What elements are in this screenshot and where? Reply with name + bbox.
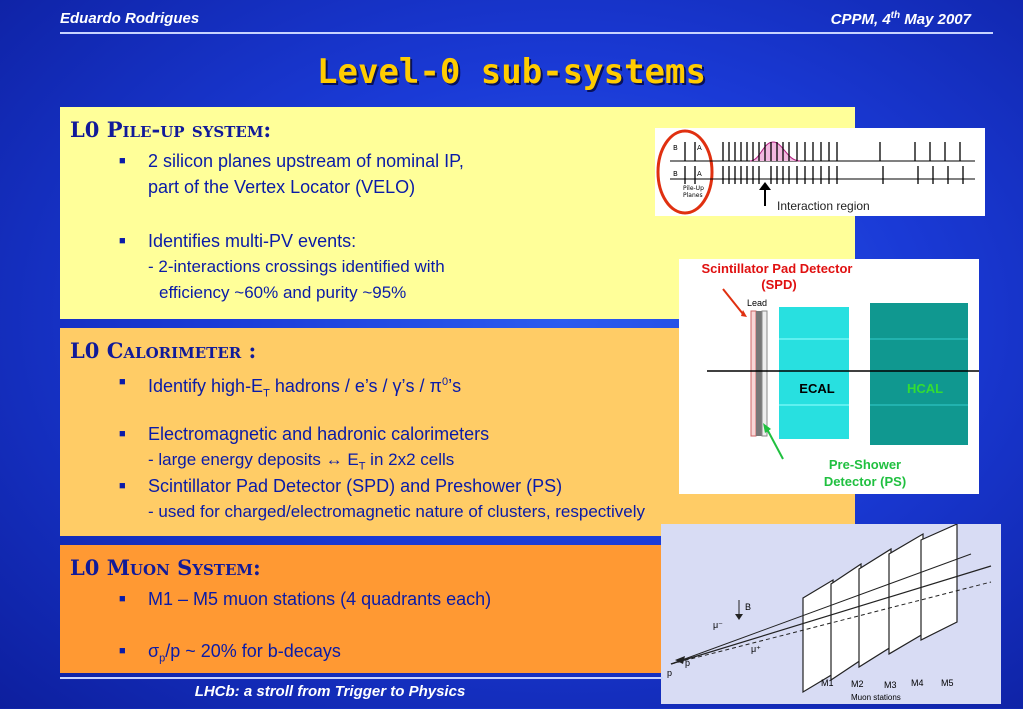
station-m4: M4 bbox=[911, 678, 924, 688]
muon-bullet-2: ■σp/p ~ 20% for b-decays bbox=[119, 641, 341, 665]
pileup-diagram: B A B A Pile-Up Planes Interaction regio… bbox=[656, 129, 975, 215]
calo-sub-2: - used for charged/electromagnetic natur… bbox=[148, 502, 646, 521]
muon-bullet-1: ■M1 – M5 muon stations (4 quadrants each… bbox=[119, 589, 492, 609]
station-m5: M5 bbox=[941, 678, 954, 688]
footer-divider bbox=[60, 677, 663, 679]
label-pileup: Pile-Up bbox=[683, 185, 704, 192]
calo-heading: L0 Calorimeter : bbox=[70, 338, 257, 363]
svg-text:B: B bbox=[673, 170, 678, 178]
calo-bullet-3: ■Scintillator Pad Detector (SPD) and Pre… bbox=[119, 476, 563, 496]
lead-label: Lead bbox=[747, 298, 767, 308]
pileup-figure: B A B A Pile-Up Planes Interaction regio… bbox=[655, 128, 985, 216]
author-label: Eduardo Rodrigues bbox=[60, 10, 200, 27]
date-label: CPPM, 4th May 2007 bbox=[830, 10, 971, 28]
muon-figure: B μ⁻ μ⁺ p p M1 M2 M3 M4 M5 Muon stations bbox=[661, 523, 1001, 704]
pileup-bullet-1: ■2 silicon planes upstream of nominal IP… bbox=[119, 151, 464, 171]
station-m2: M2 bbox=[851, 679, 864, 689]
pileup-heading: L0 Pile-up system: bbox=[70, 117, 272, 142]
station-m1: M1 bbox=[821, 678, 834, 688]
pileup-caption: Interaction region bbox=[777, 199, 870, 213]
ps-label-2: Detector (PS) bbox=[824, 474, 906, 489]
proton-label-2: p bbox=[685, 658, 690, 668]
pileup-sub-1: - 2-interactions crossings identified wi… bbox=[148, 257, 445, 276]
station-m3: M3 bbox=[884, 680, 897, 690]
calo-diagram: Scintillator Pad Detector (SPD) Lead ECA… bbox=[702, 261, 979, 489]
mu-plus-label: μ⁺ bbox=[751, 644, 761, 654]
mu-minus-label: μ⁻ bbox=[713, 620, 723, 630]
pileup-bullet-1-cont: part of the Vertex Locator (VELO) bbox=[148, 177, 416, 197]
ps-label: Pre-Shower bbox=[829, 457, 901, 472]
pileup-bullet-2: ■Identifies multi-PV events: bbox=[119, 231, 357, 251]
proton-label-1: p bbox=[667, 668, 672, 678]
muon-caption: Muon stations bbox=[851, 693, 901, 702]
label-planes: Planes bbox=[683, 192, 703, 199]
header-divider bbox=[60, 32, 993, 34]
label-a: A bbox=[697, 144, 702, 152]
pileup-sub-2: efficiency ~60% and purity ~95% bbox=[159, 283, 407, 302]
svg-text:A: A bbox=[697, 170, 702, 178]
label-b: B bbox=[673, 144, 678, 152]
spd-label: Scintillator Pad Detector bbox=[702, 261, 853, 276]
calo-figure: Scintillator Pad Detector (SPD) Lead ECA… bbox=[679, 259, 979, 494]
calo-bullet-2: ■Electromagnetic and hadronic calorimete… bbox=[119, 424, 490, 444]
calo-sub-1: - large energy deposits ↔ ET in 2x2 cell… bbox=[148, 450, 455, 473]
ecal-label: ECAL bbox=[799, 381, 834, 396]
calo-bullet-1: ■Identify high-ET hadrons / e’s / γ’s / … bbox=[119, 376, 462, 400]
spd-label-2: (SPD) bbox=[761, 277, 796, 292]
muon-heading: L0 Muon System: bbox=[70, 555, 261, 580]
slide-title: Level-0 sub-systems bbox=[317, 52, 706, 92]
muon-diagram: B μ⁻ μ⁺ p p M1 M2 M3 M4 M5 Muon stations bbox=[667, 523, 992, 702]
b-field-label: B bbox=[745, 602, 751, 612]
footer-text: LHCb: a stroll from Trigger to Physics bbox=[194, 683, 466, 700]
hcal-label: HCAL bbox=[907, 381, 943, 396]
